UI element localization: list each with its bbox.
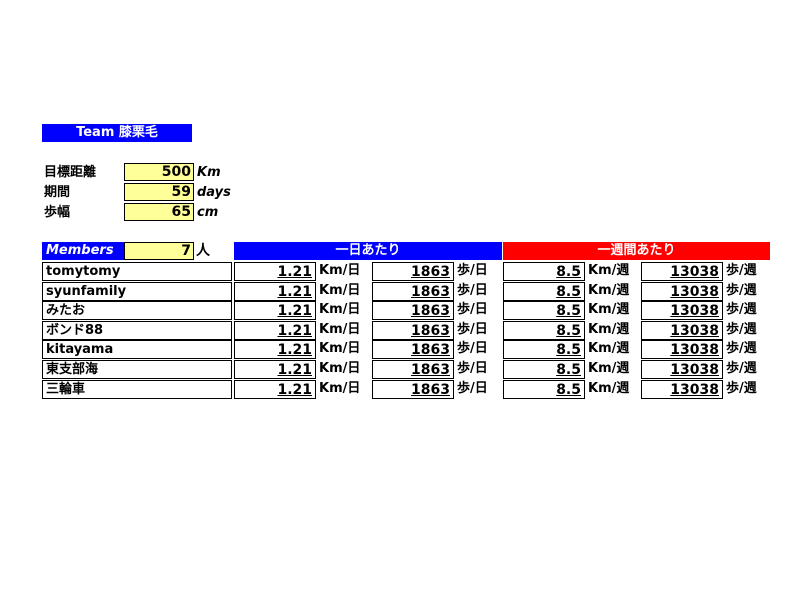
members-unit: 人 [196,243,210,259]
km-per-day-unit: Km/日 [319,302,361,318]
steps-per-week-unit: 歩/週 [726,321,757,337]
km-per-day-unit: Km/日 [319,321,361,337]
km-per-day-cell[interactable]: 1.21 [234,262,316,281]
km-per-week-cell[interactable]: 8.5 [503,281,585,301]
steps-per-day-cell[interactable]: 1863 [372,320,454,340]
team-title: Team 膝栗毛 [42,124,192,142]
km-per-day-cell[interactable]: 1.21 [234,301,316,321]
member-name-cell[interactable]: 東支部海 [42,360,232,379]
steps-per-day-cell[interactable]: 1863 [372,340,454,360]
steps-per-day-unit: 歩/日 [457,321,488,337]
steps-per-day-cell[interactable]: 1863 [372,281,454,301]
km-per-week-unit: Km/週 [588,282,630,298]
steps-per-week-cell[interactable]: 13038 [641,301,723,321]
km-per-week-unit: Km/週 [588,361,630,376]
km-per-day-cell[interactable]: 1.21 [234,360,316,379]
steps-per-day-unit: 歩/日 [457,282,488,298]
member-name-cell[interactable]: kitayama [42,340,232,360]
km-per-day-unit: Km/日 [319,380,361,396]
param-unit-period: days [197,185,231,200]
steps-per-week-unit: 歩/週 [726,341,757,357]
member-name-cell[interactable]: tomytomy [42,262,232,281]
km-per-day-unit: Km/日 [319,282,361,298]
steps-per-day-unit: 歩/日 [457,380,488,396]
steps-per-week-cell[interactable]: 13038 [641,320,723,340]
km-per-day-unit: Km/日 [319,341,361,357]
steps-per-week-unit: 歩/週 [726,380,757,396]
km-per-day-cell[interactable]: 1.21 [234,340,316,360]
km-per-week-unit: Km/週 [588,341,630,357]
km-per-week-cell[interactable]: 8.5 [503,379,585,399]
param-label-period: 期間 [44,185,71,200]
km-per-week-cell[interactable]: 8.5 [503,262,585,281]
steps-per-day-unit: 歩/日 [457,341,488,357]
steps-per-week-cell[interactable]: 13038 [641,262,723,281]
steps-per-week-unit: 歩/週 [726,282,757,298]
km-per-week-unit: Km/週 [588,321,630,337]
steps-per-day-cell[interactable]: 1863 [372,262,454,281]
km-per-week-unit: Km/週 [588,380,630,396]
steps-per-day-cell[interactable]: 1863 [372,301,454,321]
steps-per-week-unit: 歩/週 [726,302,757,318]
km-per-week-cell[interactable]: 8.5 [503,360,585,379]
steps-per-week-cell[interactable]: 13038 [641,340,723,360]
steps-per-week-cell[interactable]: 13038 [641,379,723,399]
km-per-week-cell[interactable]: 8.5 [503,320,585,340]
steps-per-day-cell[interactable]: 1863 [372,360,454,379]
km-per-week-unit: Km/週 [588,263,630,278]
param-value-stride[interactable]: 65 [124,203,194,221]
km-per-day-unit: Km/日 [319,263,361,278]
section-header-daily: 一日あたり [234,242,502,260]
section-header-weekly: 一週間あたり [503,242,770,260]
param-unit-stride: cm [197,205,219,220]
member-name-cell[interactable]: みたお [42,301,232,321]
param-value-target-distance[interactable]: 500 [124,163,194,181]
members-label: Members [42,242,124,260]
km-per-week-unit: Km/週 [588,302,630,318]
param-value-period[interactable]: 59 [124,183,194,201]
members-count[interactable]: 7 [124,242,194,260]
member-name-cell[interactable]: 三輪車 [42,379,232,399]
steps-per-week-cell[interactable]: 13038 [641,281,723,301]
member-name-cell[interactable]: ボンド88 [42,320,232,340]
param-label-target-distance: 目標距離 [44,165,97,180]
steps-per-week-cell[interactable]: 13038 [641,360,723,379]
member-name-cell[interactable]: syunfamily [42,281,232,301]
km-per-week-cell[interactable]: 8.5 [503,301,585,321]
param-label-stride: 歩幅 [44,205,71,220]
steps-per-day-unit: 歩/日 [457,361,488,376]
km-per-day-cell[interactable]: 1.21 [234,379,316,399]
km-per-day-cell[interactable]: 1.21 [234,281,316,301]
km-per-day-unit: Km/日 [319,361,361,376]
steps-per-week-unit: 歩/週 [726,361,757,376]
km-per-day-cell[interactable]: 1.21 [234,320,316,340]
steps-per-day-unit: 歩/日 [457,263,488,278]
steps-per-day-unit: 歩/日 [457,302,488,318]
steps-per-week-unit: 歩/週 [726,263,757,278]
steps-per-day-cell[interactable]: 1863 [372,379,454,399]
param-unit-target-distance: Km [197,165,221,180]
km-per-week-cell[interactable]: 8.5 [503,340,585,360]
